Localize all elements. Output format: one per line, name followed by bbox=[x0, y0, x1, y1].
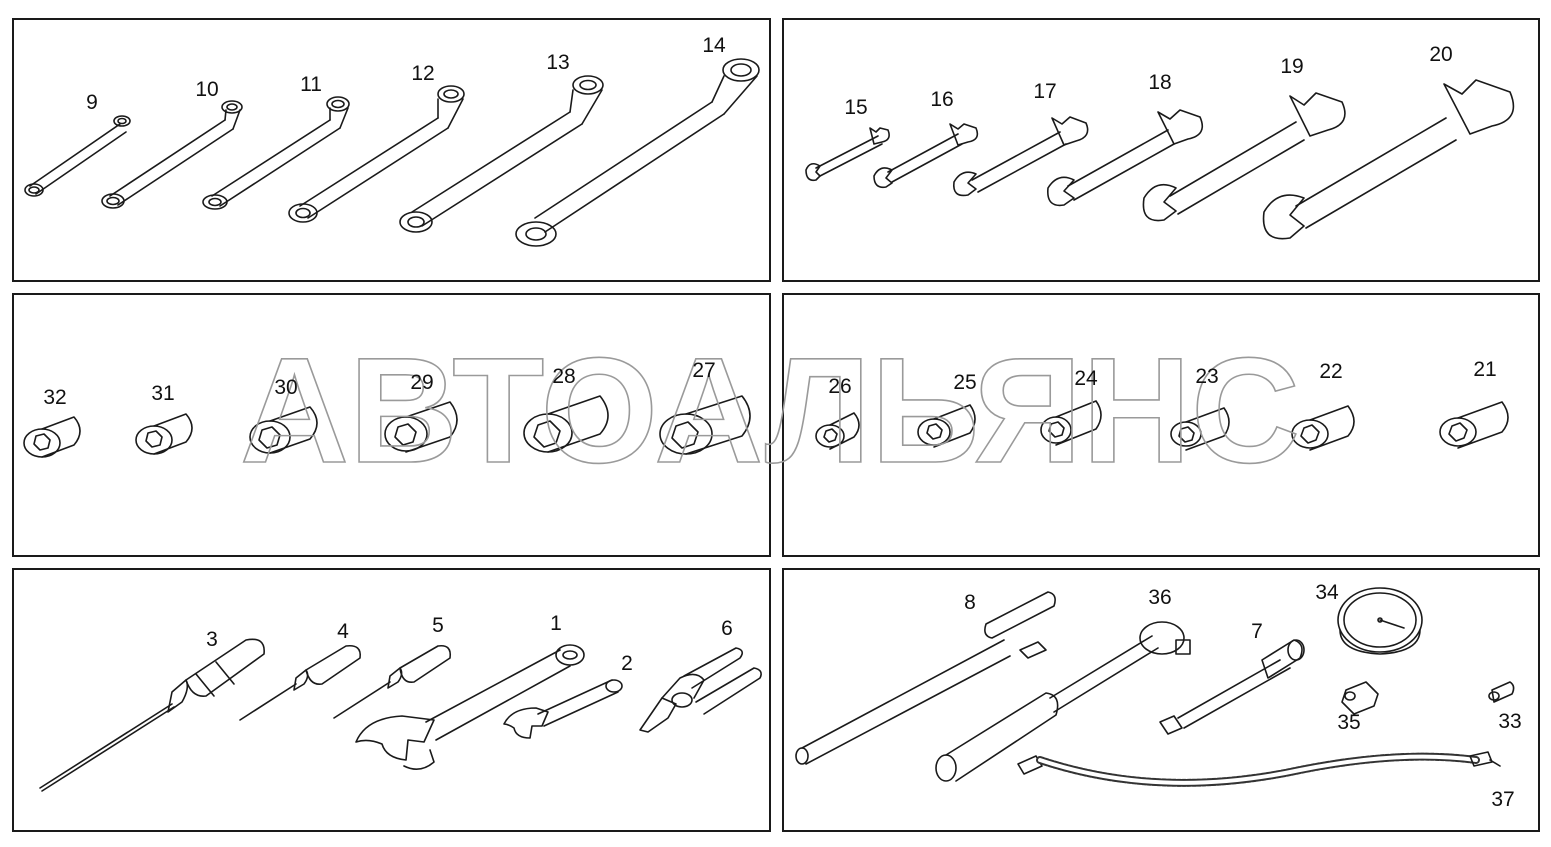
gauge-34 bbox=[1337, 587, 1423, 655]
panel-sockets-left bbox=[12, 293, 771, 557]
socket-24 bbox=[1040, 400, 1102, 446]
open-wrench-17 bbox=[952, 116, 1089, 197]
screwdriver-4 bbox=[239, 644, 362, 721]
adjustable-wrench-2 bbox=[503, 679, 623, 739]
item-label-18: 18 bbox=[1148, 71, 1172, 94]
item-label-8: 8 bbox=[964, 591, 976, 614]
item-label-21: 21 bbox=[1473, 358, 1497, 381]
ratchet-36 bbox=[935, 621, 1191, 782]
item-label-29: 29 bbox=[410, 371, 434, 394]
item-label-24: 24 bbox=[1074, 367, 1098, 390]
item-label-10: 10 bbox=[195, 78, 219, 101]
item-label-23: 23 bbox=[1195, 365, 1219, 388]
ring-wrench-12 bbox=[288, 85, 465, 223]
adjustable-wrench-1 bbox=[355, 644, 585, 770]
socket-27 bbox=[659, 395, 751, 455]
item-label-33: 33 bbox=[1498, 710, 1522, 733]
item-label-6: 6 bbox=[721, 617, 733, 640]
item-label-22: 22 bbox=[1319, 360, 1343, 383]
item-label-12: 12 bbox=[411, 62, 435, 85]
open-wrench-20 bbox=[1262, 79, 1515, 240]
hose-37 bbox=[1017, 751, 1501, 787]
item-label-9: 9 bbox=[86, 91, 98, 114]
open-wrench-15 bbox=[805, 127, 890, 182]
item-label-32: 32 bbox=[43, 386, 67, 409]
item-label-14: 14 bbox=[702, 34, 726, 57]
screwdriver-3 bbox=[39, 638, 265, 792]
item-label-11: 11 bbox=[300, 73, 322, 96]
socket-29 bbox=[384, 401, 458, 453]
item-label-28: 28 bbox=[552, 365, 576, 388]
item-label-15: 15 bbox=[844, 96, 868, 119]
ring-wrench-14 bbox=[515, 58, 760, 247]
ring-wrench-11 bbox=[202, 96, 350, 210]
screwdriver-5 bbox=[333, 644, 452, 719]
item-label-20: 20 bbox=[1429, 43, 1453, 66]
item-label-31: 31 bbox=[151, 382, 175, 405]
open-wrench-18 bbox=[1047, 109, 1204, 207]
item-label-37: 37 bbox=[1491, 788, 1515, 811]
item-label-7: 7 bbox=[1251, 620, 1263, 643]
panel-sockets-right bbox=[782, 293, 1540, 557]
extension-bar-7 bbox=[1159, 639, 1305, 735]
t-handle-8 bbox=[795, 591, 1056, 765]
socket-32 bbox=[23, 416, 81, 458]
fitting-33 bbox=[1488, 681, 1515, 703]
socket-31 bbox=[135, 413, 193, 455]
item-label-30: 30 bbox=[274, 376, 298, 399]
item-label-16: 16 bbox=[930, 88, 954, 111]
item-label-2: 2 bbox=[621, 652, 633, 675]
panel-open-end-wrenches bbox=[782, 18, 1540, 282]
panel-box-end-wrenches bbox=[12, 18, 771, 282]
open-wrench-19 bbox=[1142, 92, 1346, 222]
item-label-19: 19 bbox=[1280, 55, 1304, 78]
item-label-13: 13 bbox=[546, 51, 570, 74]
item-label-1: 1 bbox=[550, 612, 562, 635]
item-label-5: 5 bbox=[432, 614, 444, 637]
ring-wrench-9 bbox=[24, 115, 131, 197]
socket-30 bbox=[249, 406, 318, 454]
item-label-34: 34 bbox=[1315, 581, 1339, 604]
socket-23 bbox=[1170, 407, 1230, 451]
item-label-36: 36 bbox=[1148, 586, 1172, 609]
pliers-6 bbox=[639, 647, 762, 733]
item-label-35: 35 bbox=[1337, 711, 1361, 734]
socket-22 bbox=[1291, 405, 1355, 451]
socket-26 bbox=[815, 412, 860, 450]
ring-wrench-10 bbox=[101, 100, 243, 209]
item-label-27: 27 bbox=[692, 359, 716, 382]
open-wrench-16 bbox=[873, 123, 979, 189]
adapter-35 bbox=[1341, 681, 1379, 715]
item-label-26: 26 bbox=[828, 375, 852, 398]
socket-25 bbox=[917, 404, 976, 448]
item-label-3: 3 bbox=[206, 628, 218, 651]
item-label-25: 25 bbox=[953, 371, 977, 394]
socket-21 bbox=[1439, 401, 1509, 449]
item-label-17: 17 bbox=[1033, 80, 1057, 103]
ring-wrench-13 bbox=[399, 75, 604, 233]
socket-28 bbox=[523, 395, 609, 453]
item-label-4: 4 bbox=[337, 620, 349, 643]
panel-hand-tools bbox=[12, 568, 771, 832]
